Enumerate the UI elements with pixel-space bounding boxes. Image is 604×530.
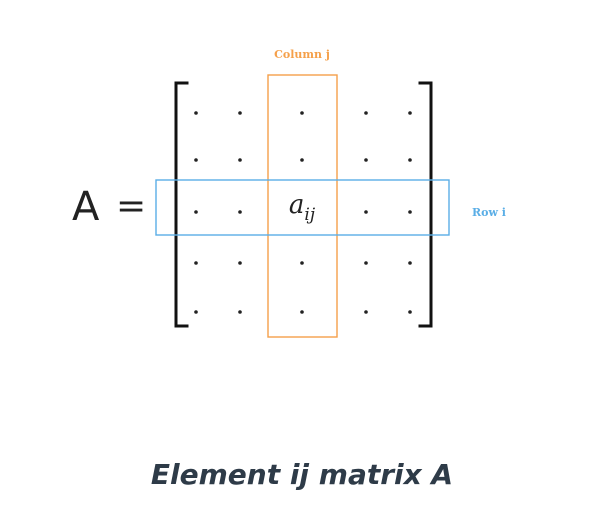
element-symbol: a xyxy=(289,190,305,220)
left-bracket xyxy=(174,81,189,328)
matrix-entry-dot-r2-c2 xyxy=(238,158,242,162)
matrix-entry-dot-r4-c2 xyxy=(238,261,242,265)
matrix-entry-dot-r5-c5 xyxy=(408,310,412,314)
matrix-entry-dot-r3-c2 xyxy=(238,210,242,214)
matrix-entry-dot-r3-c5 xyxy=(408,210,412,214)
matrix-entry-dot-r5-c2 xyxy=(238,310,242,314)
matrix-entry-dot-r1-c1 xyxy=(194,111,198,115)
matrix-entry-dot-r5-c3 xyxy=(300,310,304,314)
column-highlight-box xyxy=(267,74,338,338)
matrix-entry-dot-r4-c5 xyxy=(408,261,412,265)
matrix-entry-dot-r2-c5 xyxy=(408,158,412,162)
matrix-entry-dot-r2-c3 xyxy=(300,158,304,162)
matrix-name: A xyxy=(72,184,100,230)
matrix-entry-dot-r4-c4 xyxy=(364,261,368,265)
matrix-element-diagram: Column j Row i A = aij xyxy=(72,48,506,338)
matrix-entries xyxy=(194,111,412,314)
equals-sign: = xyxy=(116,186,146,227)
matrix-entry-dot-r1-c2 xyxy=(238,111,242,115)
matrix-entry-dot-r4-c1 xyxy=(194,261,198,265)
figure-caption: Element ij matrix A xyxy=(150,458,454,491)
row-highlight-box xyxy=(155,179,450,236)
column-label: Column j xyxy=(274,48,330,61)
element-subscript: ij xyxy=(304,205,315,225)
matrix-entry-dot-r3-c1 xyxy=(194,210,198,214)
matrix-entry-dot-r2-c4 xyxy=(364,158,368,162)
matrix-entry-dot-r1-c5 xyxy=(408,111,412,115)
matrix-entry-dot-r3-c4 xyxy=(364,210,368,214)
element-aij: aij xyxy=(289,190,316,225)
matrix-entry-dot-r2-c1 xyxy=(194,158,198,162)
matrix-entry-dot-r1-c3 xyxy=(300,111,304,115)
matrix-entry-dot-r5-c4 xyxy=(364,310,368,314)
matrix-entry-dot-r1-c4 xyxy=(364,111,368,115)
row-label: Row i xyxy=(472,206,506,219)
matrix-entry-dot-r5-c1 xyxy=(194,310,198,314)
right-bracket xyxy=(418,81,433,328)
matrix-entry-dot-r4-c3 xyxy=(300,261,304,265)
